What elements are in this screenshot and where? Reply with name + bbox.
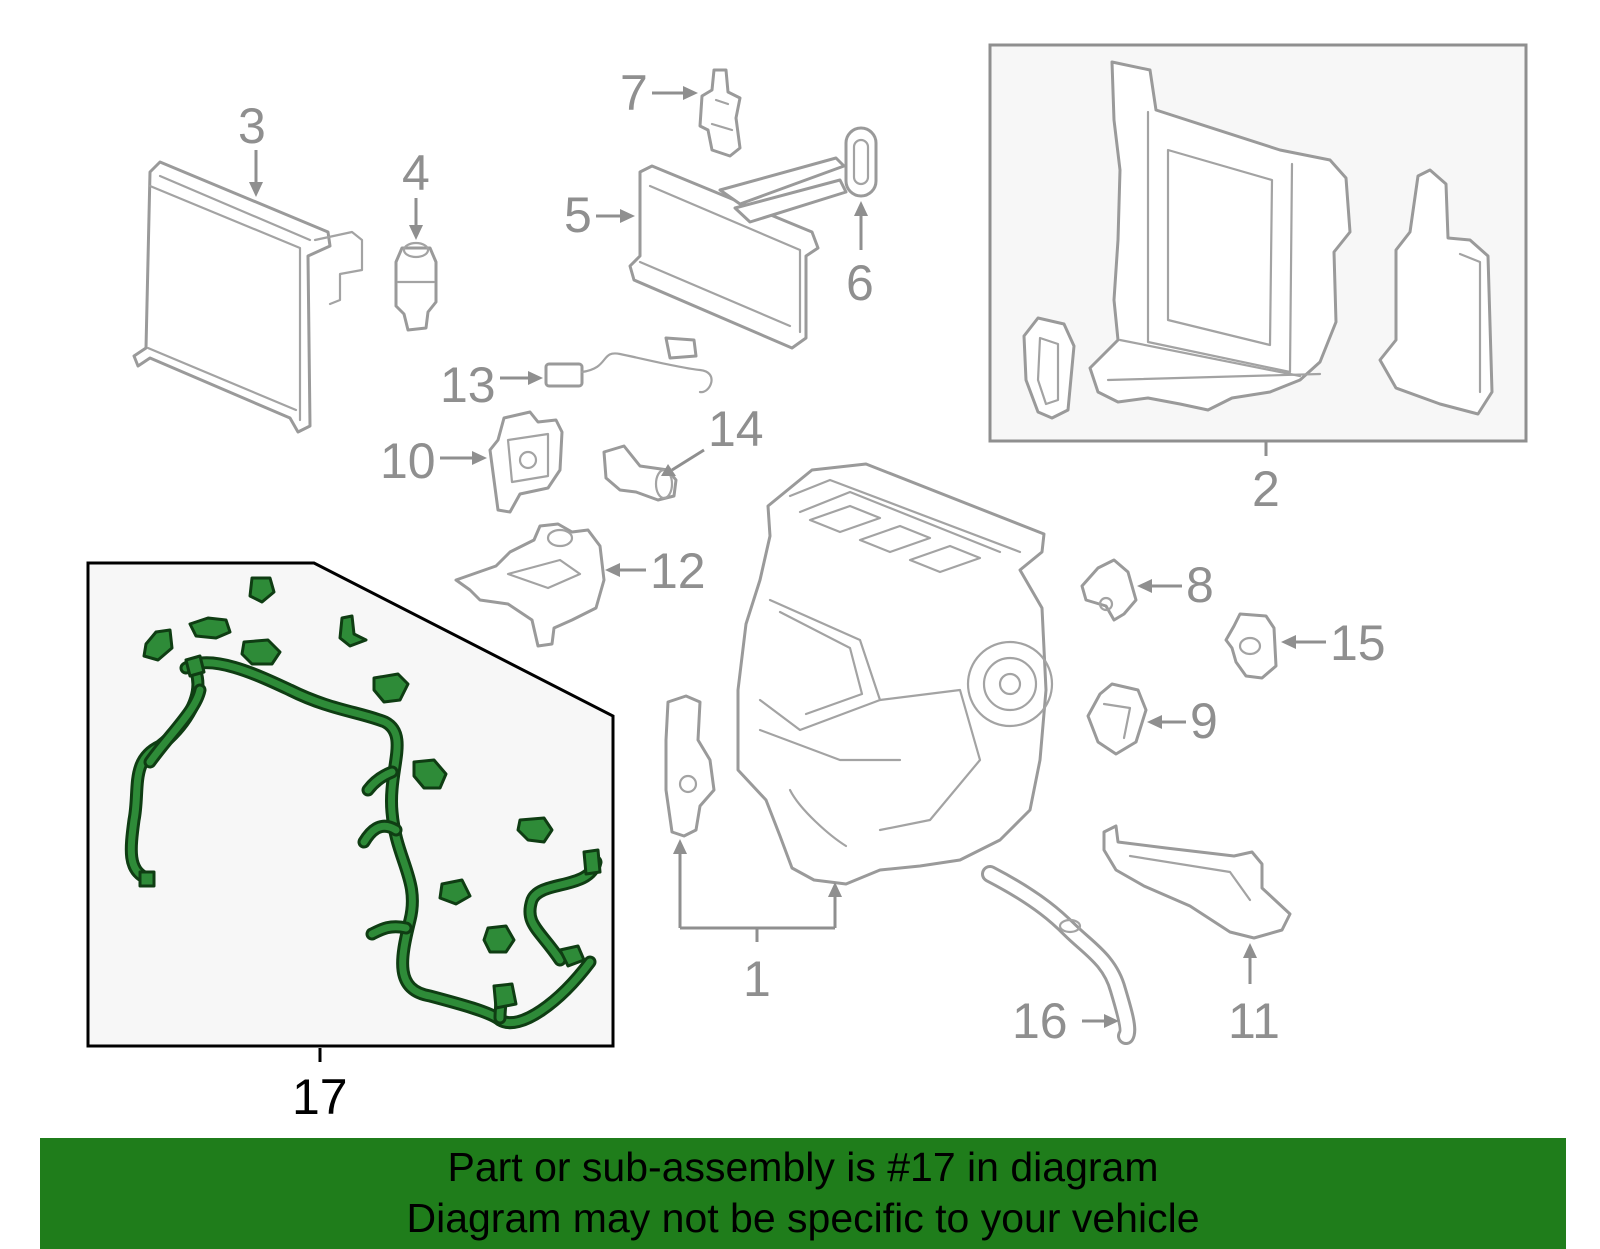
callout-16: 16: [1012, 993, 1119, 1049]
part-7-bracket[interactable]: [698, 68, 742, 158]
part-8-motor[interactable]: [1080, 558, 1138, 622]
part-5-heater-core[interactable]: [628, 156, 848, 350]
part-9-motor[interactable]: [1086, 682, 1148, 756]
callout-10: 10: [380, 433, 487, 489]
svg-text:11: 11: [1228, 993, 1280, 1049]
svg-text:13: 13: [440, 357, 496, 413]
svg-text:5: 5: [564, 187, 592, 243]
part-11-duct[interactable]: [1102, 824, 1292, 940]
part-13-sensor-wire[interactable]: [544, 336, 713, 394]
banner-line-1: Part or sub-assembly is #17 in diagram: [447, 1144, 1159, 1190]
callout-2: 2: [1252, 442, 1280, 517]
svg-text:6: 6: [846, 255, 874, 311]
callout-6: 6: [846, 201, 874, 311]
svg-text:3: 3: [238, 98, 266, 154]
info-banner: Part or sub-assembly is #17 in diagram D…: [40, 1138, 1566, 1249]
part-14-sensor[interactable]: [602, 444, 678, 502]
part-1-bracket[interactable]: [664, 694, 716, 838]
part-3-evaporator[interactable]: [132, 160, 364, 434]
svg-text:9: 9: [1190, 693, 1218, 749]
callout-9: 9: [1147, 693, 1218, 749]
svg-text:1: 1: [743, 951, 771, 1007]
callout-17: 17: [292, 1048, 348, 1125]
callout-1: 1: [673, 839, 842, 1007]
callout-5: 5: [564, 187, 635, 243]
part-6-grommet[interactable]: [844, 126, 878, 198]
svg-text:7: 7: [620, 65, 648, 121]
callout-8: 8: [1137, 557, 1214, 613]
callout-7: 7: [620, 65, 698, 121]
svg-text:8: 8: [1186, 557, 1214, 613]
svg-text:2: 2: [1252, 461, 1280, 517]
banner-line-2: Diagram may not be specific to your vehi…: [406, 1195, 1200, 1241]
part-1-heater-unit[interactable]: [736, 462, 1054, 886]
part-12-bracket[interactable]: [454, 522, 606, 648]
svg-text:15: 15: [1330, 615, 1386, 671]
callout-15: 15: [1281, 615, 1386, 671]
svg-text:10: 10: [380, 433, 436, 489]
svg-text:14: 14: [708, 401, 764, 457]
callout-11: 11: [1228, 943, 1280, 1049]
callout-12: 12: [605, 543, 706, 599]
svg-text:12: 12: [650, 543, 706, 599]
part-10-actuator[interactable]: [488, 410, 564, 514]
part-4-sensor[interactable]: [394, 241, 438, 332]
part-17-wire-harness[interactable]: [86, 561, 615, 1048]
callout-3: 3: [238, 98, 266, 197]
callout-4: 4: [402, 145, 430, 240]
part-2-case-assembly[interactable]: [988, 43, 1528, 443]
callout-13: 13: [440, 357, 543, 413]
callout-14: 14: [661, 401, 764, 476]
svg-text:16: 16: [1012, 993, 1068, 1049]
svg-text:17: 17: [292, 1069, 348, 1125]
part-15-sensor[interactable]: [1224, 612, 1278, 680]
svg-text:4: 4: [402, 145, 430, 201]
part-16-drain-hose[interactable]: [981, 865, 1137, 1045]
